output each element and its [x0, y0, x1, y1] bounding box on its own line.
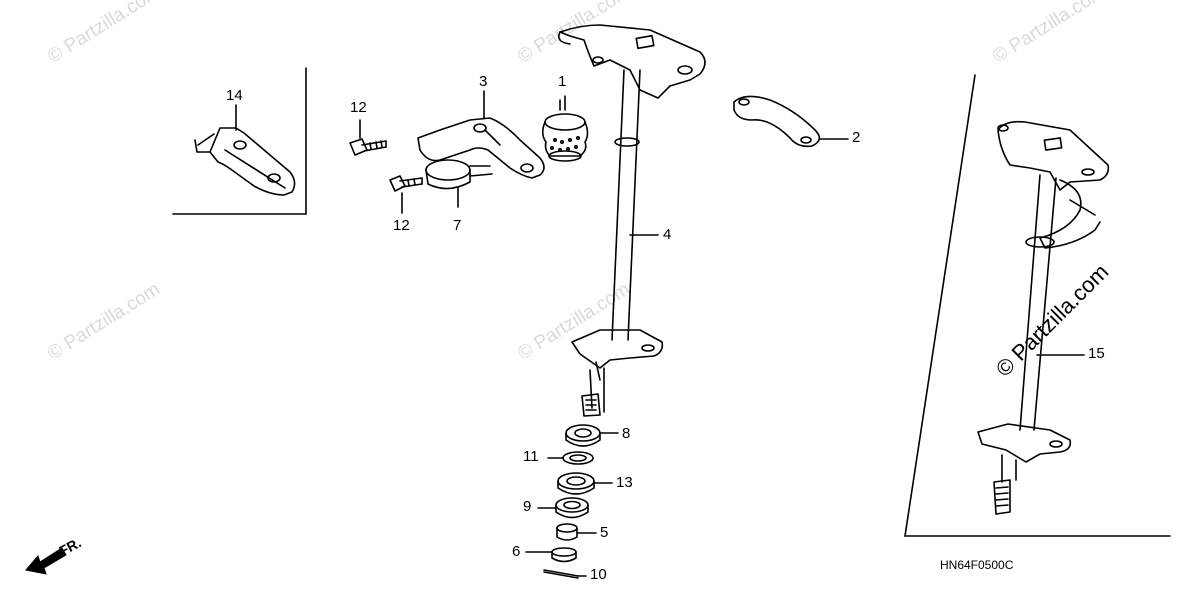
callout-8: 8 — [622, 425, 631, 442]
callout-11: 11 — [523, 448, 539, 465]
callout-10: 10 — [590, 566, 607, 583]
callout-4: 4 — [663, 226, 672, 243]
part-1-bushing — [541, 95, 589, 162]
callout-6: 6 — [512, 543, 521, 560]
part-3-holder — [417, 117, 545, 179]
leader-lines — [235, 90, 1085, 577]
frame-lines — [172, 67, 1171, 537]
diagram-code: HN64F0500C — [940, 558, 1014, 572]
part-8-bearing — [565, 424, 601, 447]
callout-12: 12 — [393, 217, 410, 234]
part-9-bearing — [555, 497, 589, 519]
part-11-washer — [562, 451, 594, 465]
front-direction-arrow — [25, 547, 67, 575]
part-12-bolt-lower — [389, 175, 423, 192]
part-12-bolt-upper — [349, 138, 387, 156]
callout-14: 14 — [226, 87, 243, 104]
part-15-steering-shaft-assembly — [977, 120, 1110, 515]
part-2-cover — [733, 95, 821, 148]
part-6-nut — [551, 547, 577, 563]
part-13-seal — [557, 472, 595, 495]
part-10-cotter-pin — [543, 569, 579, 579]
callout-2: 2 — [852, 129, 861, 146]
callout-13: 13 — [616, 474, 633, 491]
part-7-clamp — [425, 159, 493, 208]
callout-9: 9 — [523, 498, 532, 515]
part-4-steering-shaft — [557, 24, 706, 417]
part-14-bracket — [194, 127, 296, 196]
callout-12: 12 — [350, 99, 367, 116]
callout-15: 15 — [1088, 345, 1105, 362]
callout-5: 5 — [600, 524, 609, 541]
callout-1: 1 — [558, 73, 567, 90]
callout-7: 7 — [453, 217, 462, 234]
callout-3: 3 — [479, 73, 488, 90]
part-5-nut — [556, 523, 578, 541]
